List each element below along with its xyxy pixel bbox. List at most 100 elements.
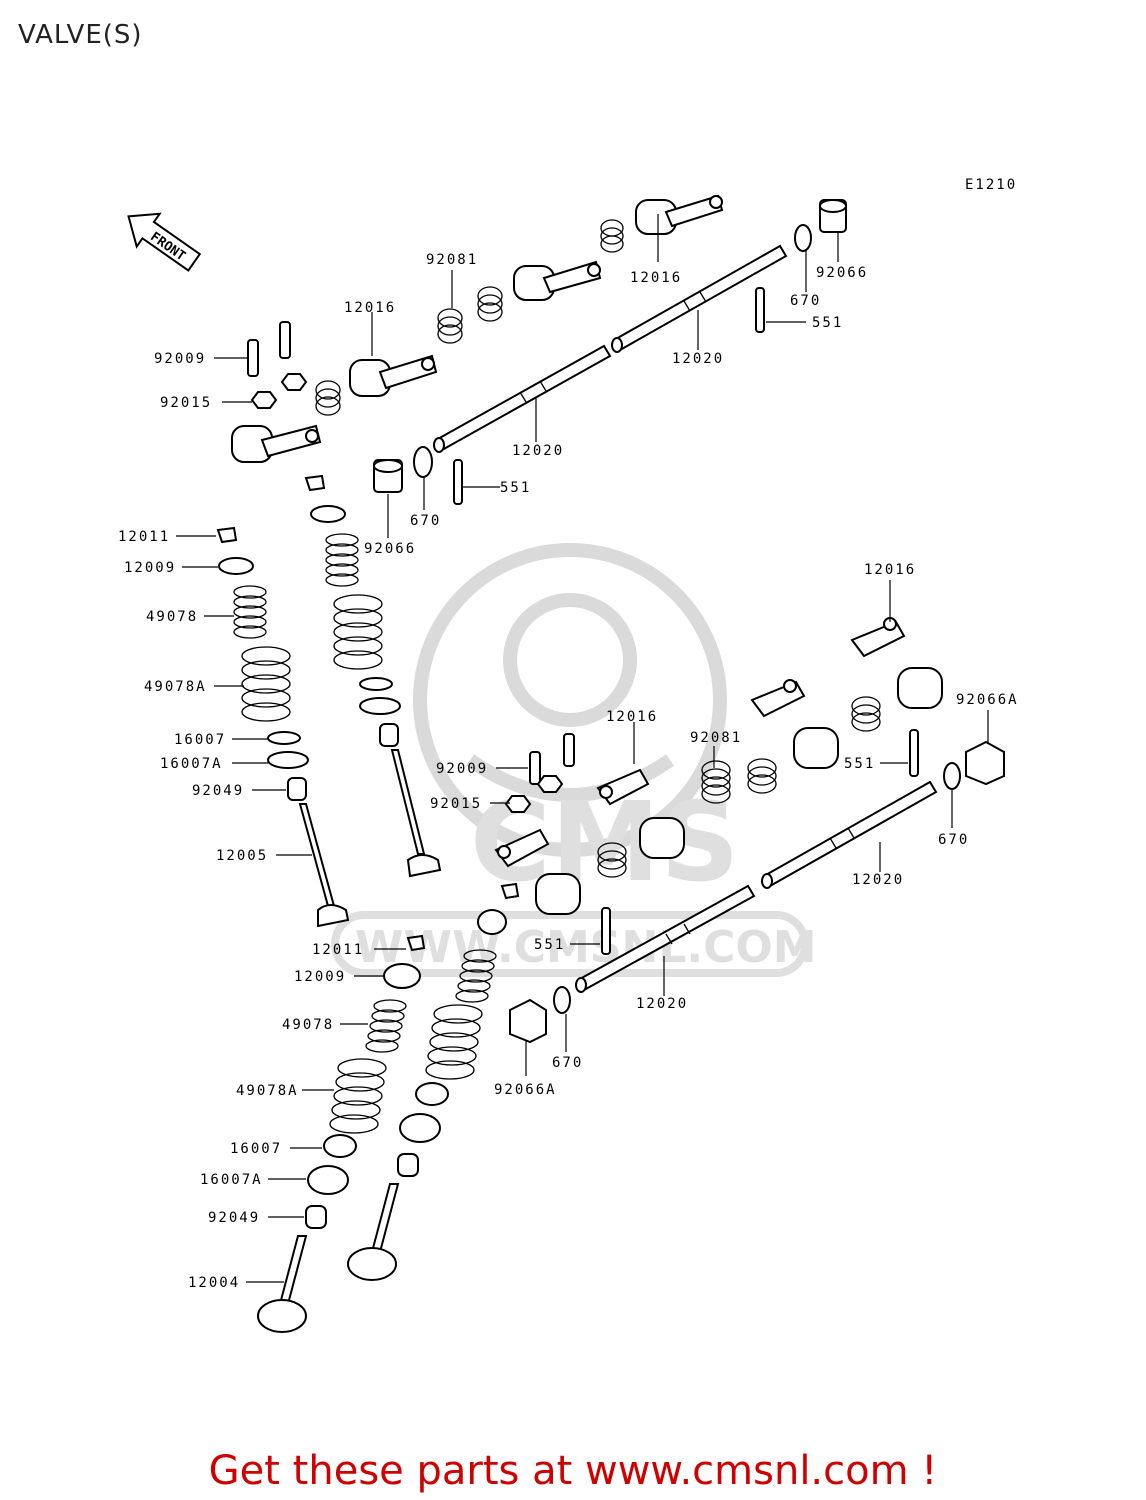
plug (819, 199, 847, 233)
spring-seat (415, 1082, 449, 1106)
page-title: VALVE(S) (18, 20, 143, 50)
rocker-spring (600, 219, 624, 253)
callout-label: 92015 (430, 796, 482, 812)
valve (257, 1235, 308, 1333)
callout-label: 16007A (160, 756, 223, 772)
callout-label: 12004 (188, 1275, 240, 1291)
valve-parts-diagram: CMS WWW.CMSNL.COM FRONT E1210 (118, 177, 1019, 1333)
callout-label: 92015 (160, 395, 212, 411)
rocker-arm (850, 617, 943, 709)
rocker-shaft (575, 884, 756, 993)
callout-label: 12020 (852, 872, 904, 888)
spring-seat (359, 697, 401, 715)
inner-spring (455, 949, 497, 1003)
adjusting-screw (247, 339, 259, 377)
callout-label: 92081 (426, 252, 478, 268)
adjusting-screw (563, 733, 575, 767)
valve-stem-seal (287, 777, 307, 801)
rocker-arm (750, 679, 839, 769)
callout-label: 12009 (294, 969, 346, 985)
rocker-spring (315, 380, 341, 416)
o-ring (413, 446, 433, 478)
pin (453, 459, 463, 505)
o-ring (553, 986, 571, 1014)
callout-label: 92009 (154, 351, 206, 367)
rocker-shaft (611, 244, 788, 353)
outer-spring (329, 1058, 387, 1134)
callout-label: 12011 (312, 942, 364, 958)
callout-label: 92066A (494, 1082, 557, 1098)
lock-nut (504, 795, 532, 813)
callout-label: 551 (534, 937, 565, 953)
valve (298, 803, 350, 928)
rocker-arm (596, 768, 685, 859)
diagram-code: E1210 (965, 177, 1017, 193)
valve-stem-seal (305, 1205, 327, 1229)
lock-nut (280, 373, 308, 391)
o-ring (943, 762, 961, 790)
callout-label: 92049 (192, 783, 244, 799)
callout-label: 670 (410, 513, 441, 529)
valve-stem-seal (397, 1153, 419, 1177)
rocker-spring (701, 760, 731, 804)
spring-seat (267, 751, 309, 769)
rocker-spring (747, 758, 777, 794)
o-ring (794, 224, 812, 252)
cotter (216, 526, 238, 544)
pin (601, 907, 611, 955)
retainer (310, 505, 346, 523)
callout-label: 92066 (364, 541, 416, 557)
plug (965, 740, 1005, 786)
inner-spring (325, 533, 359, 587)
spring-seat (323, 1134, 357, 1158)
leader-lines (176, 214, 989, 1283)
callout-label: 92066 (816, 265, 868, 281)
spring-seat (267, 731, 301, 745)
rocker-arm (494, 828, 581, 915)
cms-watermark: CMS WWW.CMSNL.COM (331, 543, 817, 977)
footer-link[interactable]: Get these parts at www.cmsnl.com ! (208, 1448, 938, 1494)
rocker-spring (477, 286, 503, 322)
callout-label: 551 (812, 315, 843, 331)
retainer (383, 963, 421, 989)
adjusting-screw (279, 321, 291, 359)
retainer (477, 909, 507, 935)
callout-label: 92009 (436, 761, 488, 777)
retainer (218, 557, 254, 575)
callout-label: 92081 (690, 730, 742, 746)
lock-nut (536, 775, 564, 793)
valve (390, 749, 442, 878)
spring-seat (399, 1113, 441, 1143)
callout-label: 12009 (124, 560, 176, 576)
outer-spring (241, 646, 291, 722)
spring-seat (307, 1165, 349, 1195)
rocker-arm (513, 260, 602, 301)
rocker-shaft (761, 780, 938, 889)
valve-stem-seal (379, 723, 399, 747)
callout-label: 670 (552, 1055, 583, 1071)
callout-label: 16007A (200, 1172, 263, 1188)
rocker-shaft (433, 344, 612, 453)
cotter (304, 474, 326, 492)
outer-spring (425, 1004, 483, 1080)
callout-label: 12016 (344, 300, 396, 316)
outer-spring (333, 594, 383, 670)
plug (509, 998, 547, 1044)
cotter (406, 934, 426, 952)
valve (347, 1183, 400, 1281)
callout-label: 16007 (174, 732, 226, 748)
callout-label: 92066A (956, 692, 1019, 708)
inner-spring (365, 999, 407, 1053)
callout-label: 49078A (144, 679, 207, 695)
callout-label: 12020 (636, 996, 688, 1012)
callout-label: 12016 (606, 709, 658, 725)
callout-label: 49078 (282, 1017, 334, 1033)
rocker-arm (231, 424, 322, 463)
callout-label: 12005 (216, 848, 268, 864)
callout-label: 49078 (146, 609, 198, 625)
callout-label: 12020 (672, 351, 724, 367)
spring-seat (359, 677, 393, 691)
callout-label: 551 (844, 756, 875, 772)
cotter (500, 882, 520, 900)
front-arrow: FRONT (127, 212, 202, 272)
